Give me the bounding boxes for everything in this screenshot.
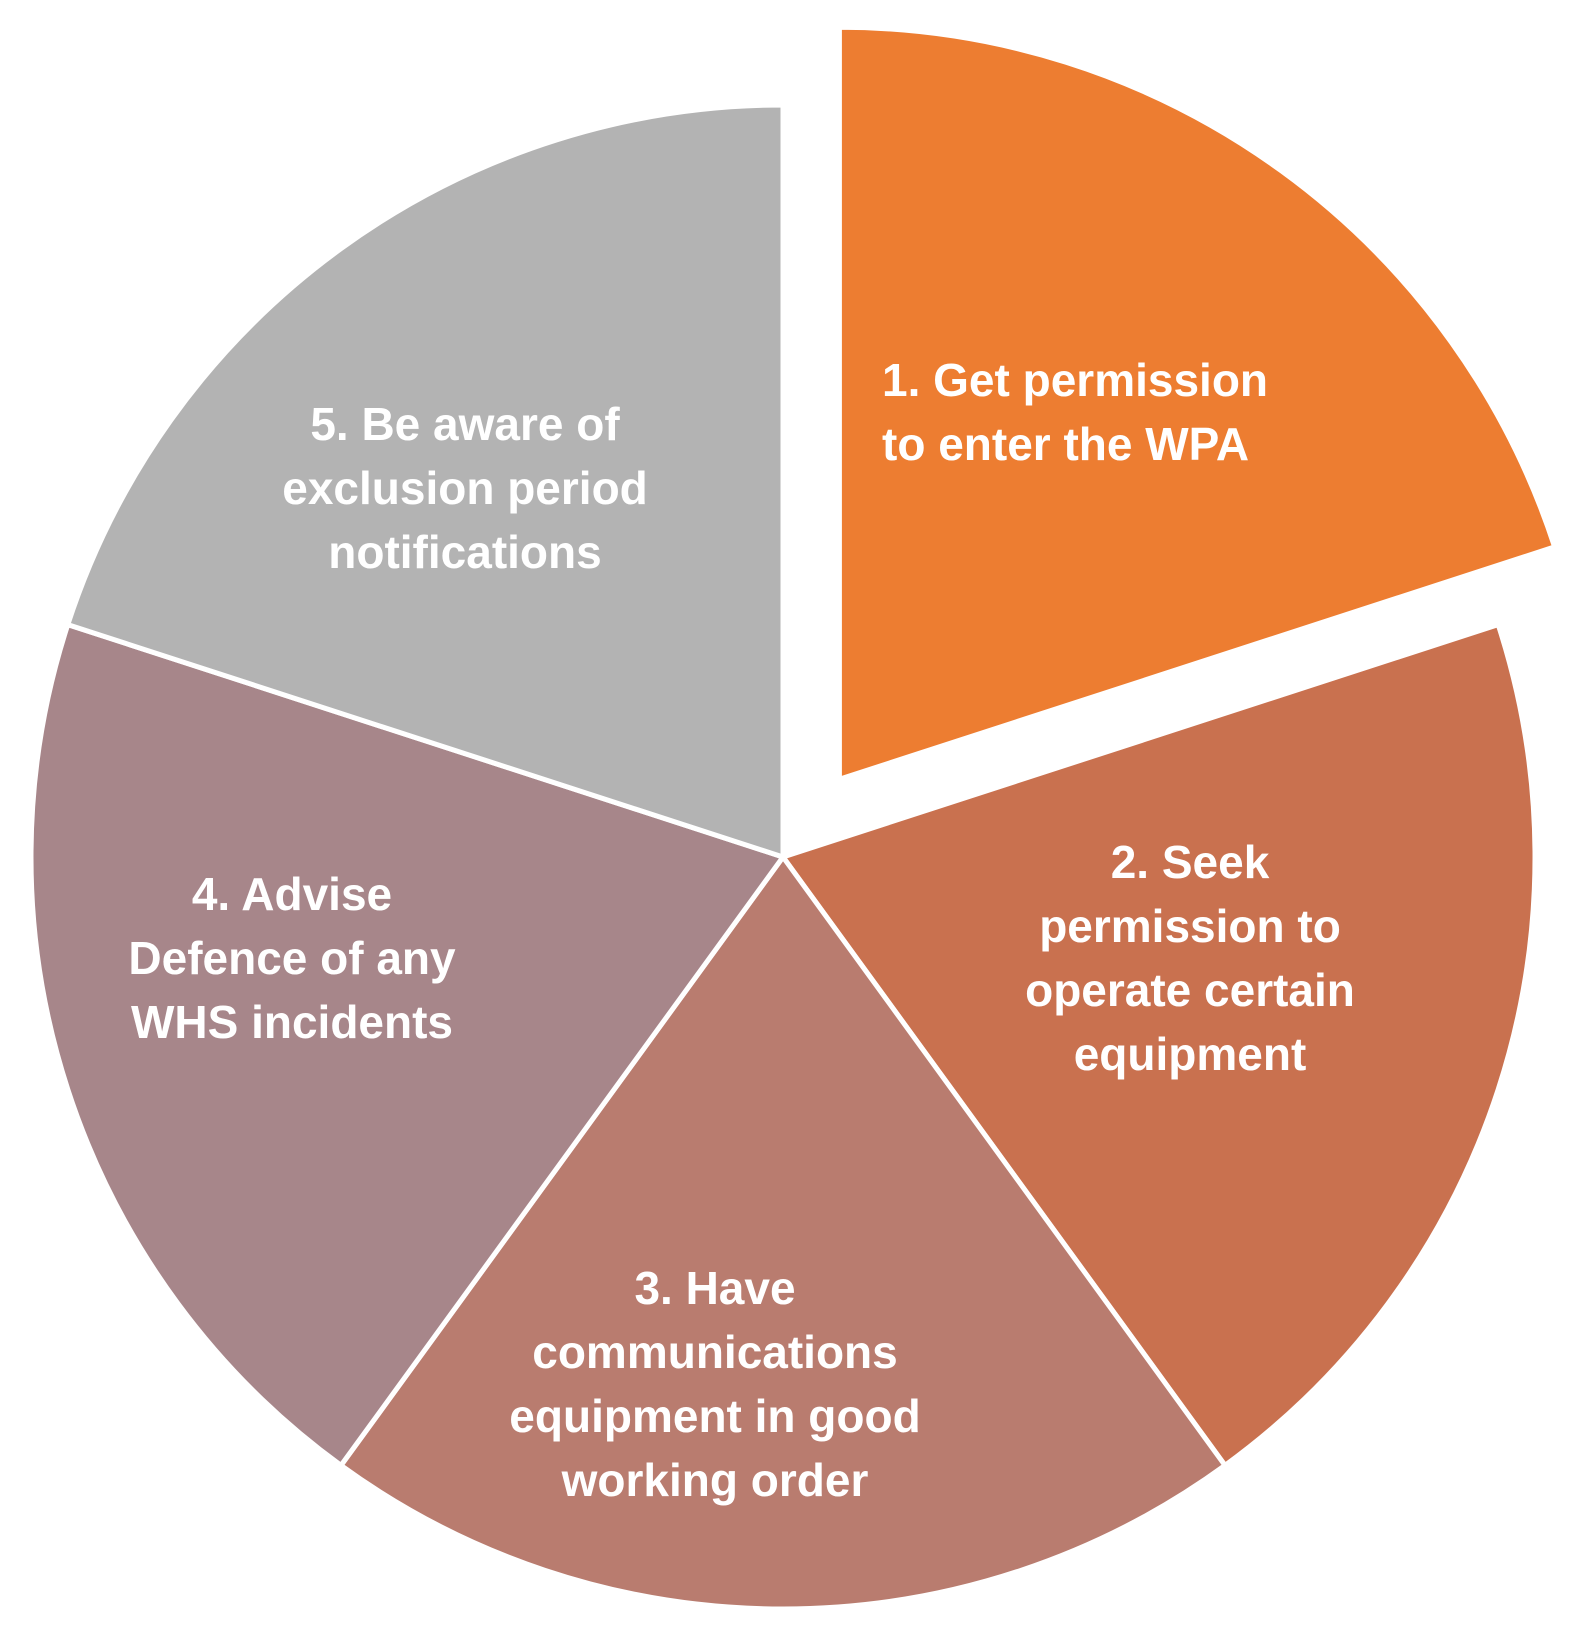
pie-slice-4 (28, 622, 786, 1468)
pie-slice-5 (65, 102, 786, 860)
pie-slice-3 (338, 854, 1228, 1612)
pie-slice-2 (780, 622, 1538, 1468)
pie-slice-1 (836, 24, 1558, 782)
